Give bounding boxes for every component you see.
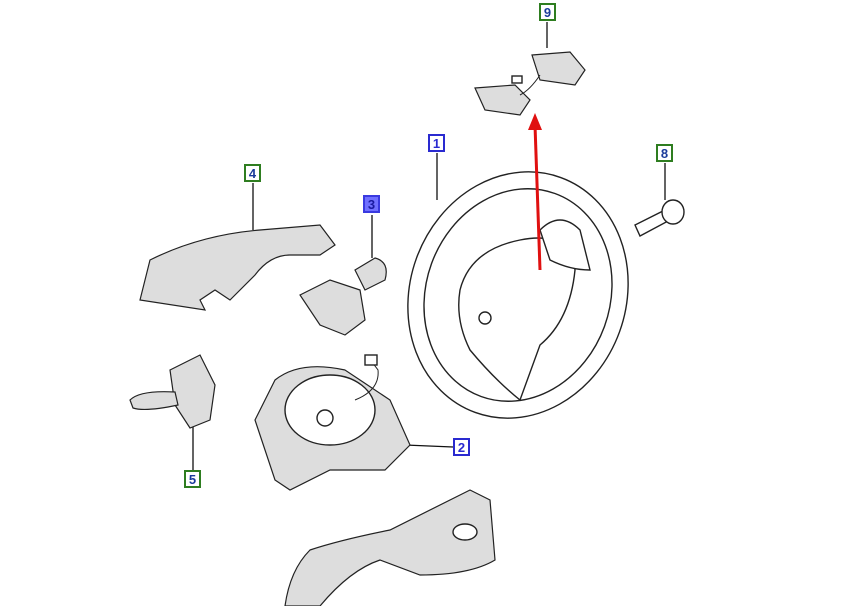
left-stalk-drawing [129,354,216,429]
callout-9[interactable]: 9 [539,3,556,21]
lower-shroud-drawing [284,489,496,606]
right-stalk-drawing [299,257,387,336]
callout-2[interactable]: 2 [453,438,470,456]
upper-shroud-drawing [139,224,336,311]
red-arrow [528,113,542,271]
bolt-drawing [634,199,685,237]
steering-switches-drawing [474,51,586,116]
callout-4[interactable]: 4 [244,164,261,182]
callout-5[interactable]: 5 [184,470,201,488]
callout-3[interactable]: 3 [363,195,380,213]
leader-lines [192,22,666,470]
callout-1[interactable]: 1 [428,134,445,152]
callout-8[interactable]: 8 [656,144,673,162]
steering-wheel-drawing [407,171,629,419]
clockspring-drawing [254,354,411,491]
